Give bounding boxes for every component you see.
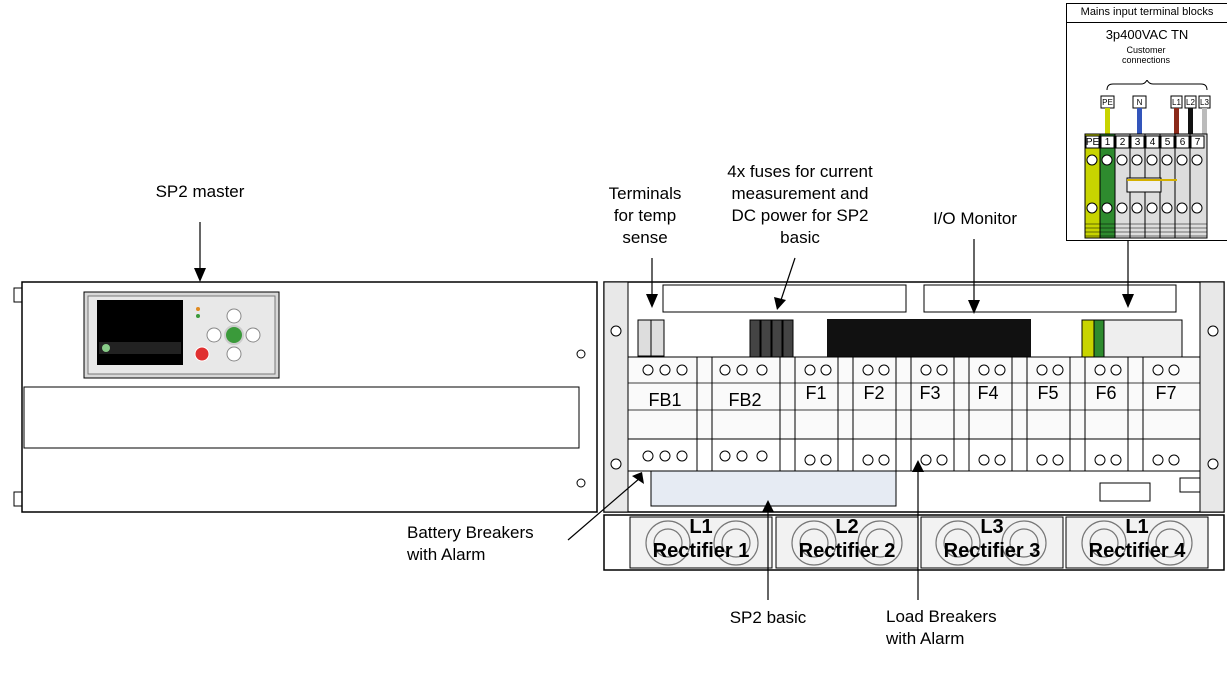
- rectifier-1: L1 Rectifier 1: [630, 515, 772, 563]
- breaker-fb1: FB1: [648, 390, 682, 410]
- sp2-basic-label: SP2 basic: [729, 608, 807, 627]
- load-breakers-label: Load Breakers with Alarm: [886, 606, 1026, 650]
- breaker-f6: F6: [1095, 383, 1117, 403]
- inset-customer: Customer connections: [1121, 45, 1171, 65]
- load-breakers-line: with Alarm: [886, 629, 965, 648]
- inset-supply: 3p400VAC TN: [1105, 27, 1189, 42]
- wire-pe: PE: [1102, 98, 1113, 107]
- wire-l1: L1: [1172, 98, 1181, 107]
- rectifier-name: Rectifier 2: [798, 540, 896, 562]
- wire-n: N: [1137, 98, 1143, 107]
- load-breakers-line: Load Breakers: [886, 607, 997, 626]
- rectifier-name: Rectifier 4: [1088, 540, 1186, 562]
- breaker-f7: F7: [1155, 383, 1177, 403]
- rectifier-name: Rectifier 3: [943, 540, 1041, 562]
- temp-sense-line: Terminals: [608, 184, 682, 203]
- temp-sense-label: Terminals for temp sense: [590, 183, 700, 249]
- breaker-fb2: FB2: [728, 390, 762, 410]
- terminal-2: 2: [1120, 137, 1126, 148]
- mains-inset: Mains input terminal blocks 3p400VAC TN …: [1066, 3, 1227, 241]
- rectifier-phase: L2: [835, 516, 859, 538]
- rectifier-phase: L1: [1125, 516, 1149, 538]
- sp2-master-label: SP2 master: [155, 182, 245, 201]
- terminal-4: 4: [1150, 137, 1156, 148]
- terminal-pe: PE: [1086, 137, 1100, 148]
- rectifier-4: L1 Rectifier 4: [1066, 515, 1208, 563]
- breaker-f3: F3: [919, 383, 941, 403]
- battery-breakers-line: Battery Breakers: [407, 523, 534, 542]
- terminal-block-drawing: PE N L1 L2 L3 PE 1: [1084, 80, 1211, 239]
- inset-title: Mains input terminal blocks: [1067, 4, 1227, 23]
- breaker-f1: F1: [805, 383, 827, 403]
- terminal-1: 1: [1105, 137, 1111, 148]
- fuses-line: DC power for SP2: [731, 206, 869, 225]
- rectifier-phase: L1: [689, 516, 713, 538]
- breaker-f4: F4: [977, 383, 999, 403]
- rectifier-name: Rectifier 1: [652, 540, 750, 562]
- terminal-5: 5: [1165, 137, 1171, 148]
- temp-sense-line: for temp: [613, 206, 677, 225]
- rectifier-3: L3 Rectifier 3: [921, 515, 1063, 563]
- wire-l2: L2: [1186, 98, 1195, 107]
- battery-breakers-label: Battery Breakers with Alarm: [407, 522, 567, 566]
- fuses-line: basic: [780, 228, 820, 247]
- rectifier-2: L2 Rectifier 2: [776, 515, 918, 563]
- breaker-f5: F5: [1037, 383, 1059, 403]
- fuses-line: 4x fuses for current: [727, 162, 873, 181]
- breaker-f2: F2: [863, 383, 885, 403]
- fuses-line: measurement and: [731, 184, 869, 203]
- fuses-label: 4x fuses for current measurement and DC …: [715, 161, 885, 249]
- rectifier-phase: L3: [980, 516, 1004, 538]
- terminal-3: 3: [1135, 137, 1141, 148]
- terminal-7: 7: [1195, 137, 1201, 148]
- temp-sense-line: sense: [622, 228, 668, 247]
- battery-breakers-line: with Alarm: [407, 545, 486, 564]
- terminal-6: 6: [1180, 137, 1186, 148]
- wire-l3: L3: [1200, 98, 1209, 107]
- io-monitor-label: I/O Monitor: [932, 209, 1018, 228]
